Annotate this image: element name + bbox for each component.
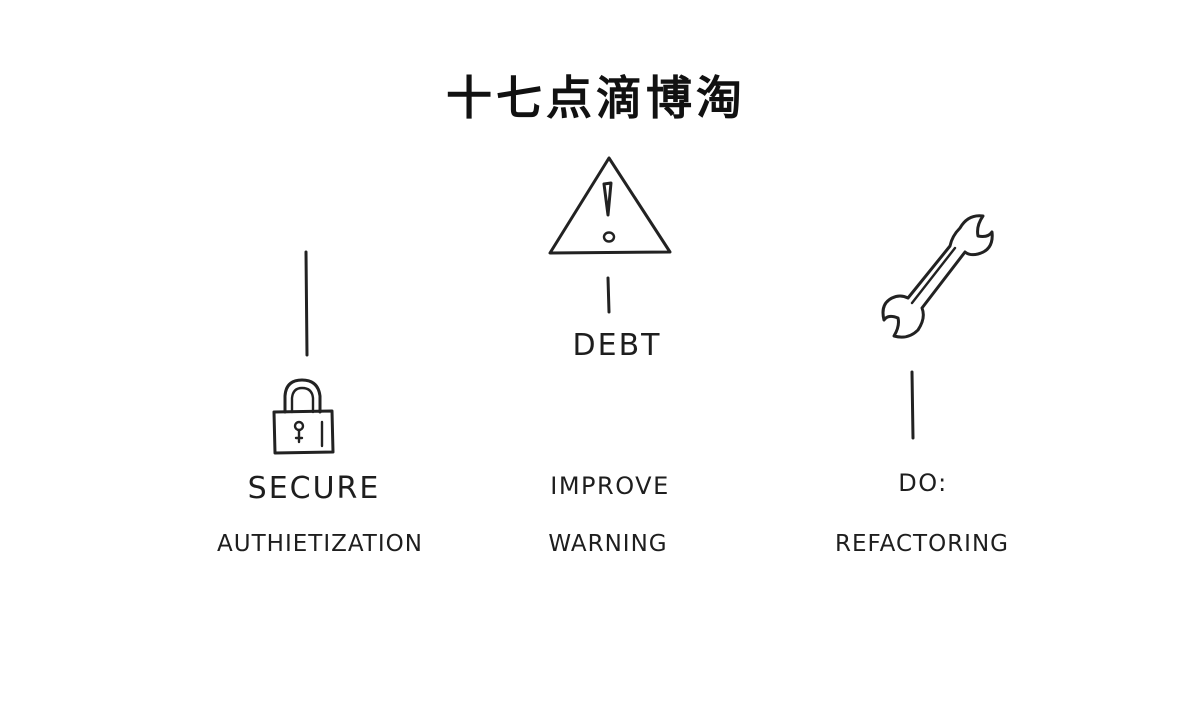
wrench-connector-line: [910, 370, 915, 440]
lock-connector-line: [304, 250, 309, 357]
label-do: DO:: [898, 469, 948, 497]
label-refactoring: REFACTORING: [835, 531, 1009, 557]
page-title: 十七点滴博淘: [446, 71, 746, 125]
triangle-connector-line: [606, 276, 611, 314]
label-warning: WARNING: [548, 531, 668, 557]
label-improve: IMPROVE: [550, 472, 670, 500]
label-secure: SECURE: [247, 471, 381, 506]
label-authietization: AUTHIETIZATION: [217, 531, 423, 557]
lock-icon: [272, 378, 335, 455]
warning-triangle-icon: [548, 156, 672, 255]
label-debt: DEBT: [572, 328, 662, 363]
wrench-icon: [881, 214, 994, 339]
